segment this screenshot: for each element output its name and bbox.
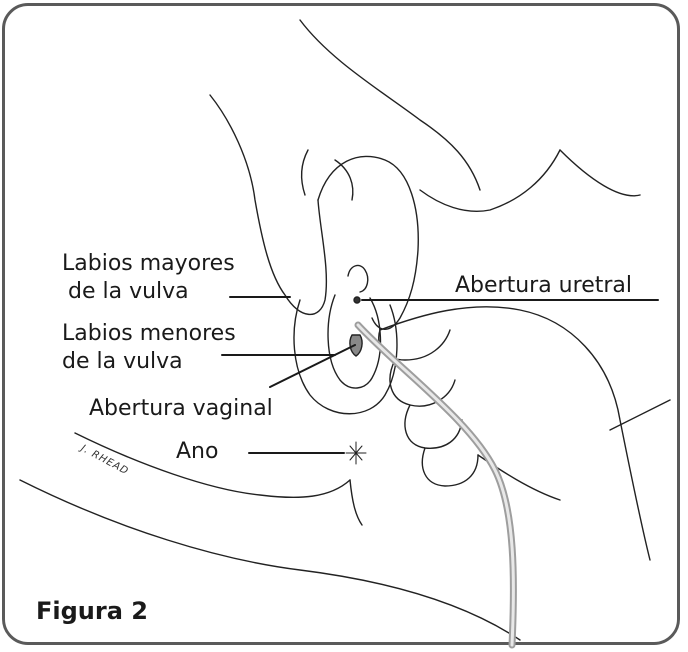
upper-hand-outline (300, 20, 480, 190)
anus-mark (346, 442, 366, 464)
label-labia-majora-line1: Labios mayores (62, 252, 235, 276)
lower-hand-outline (380, 307, 650, 560)
label-vaginal-opening: Abertura vaginal (89, 397, 273, 421)
urethral-opening-mark (354, 297, 360, 303)
catheter-tube (358, 325, 513, 645)
label-labia-minora-line1: Labios menores (62, 322, 236, 346)
labia-majora-outline (294, 300, 397, 414)
label-anus: Ano (176, 440, 218, 464)
label-labia-majora-line2: de la vulva (68, 280, 189, 304)
figure-title: Figura 2 (36, 597, 148, 625)
label-urethral-opening: Abertura uretral (455, 274, 632, 298)
label-labia-minora-line2: de la vulva (62, 350, 183, 374)
leader-line-vaginal (270, 345, 355, 387)
